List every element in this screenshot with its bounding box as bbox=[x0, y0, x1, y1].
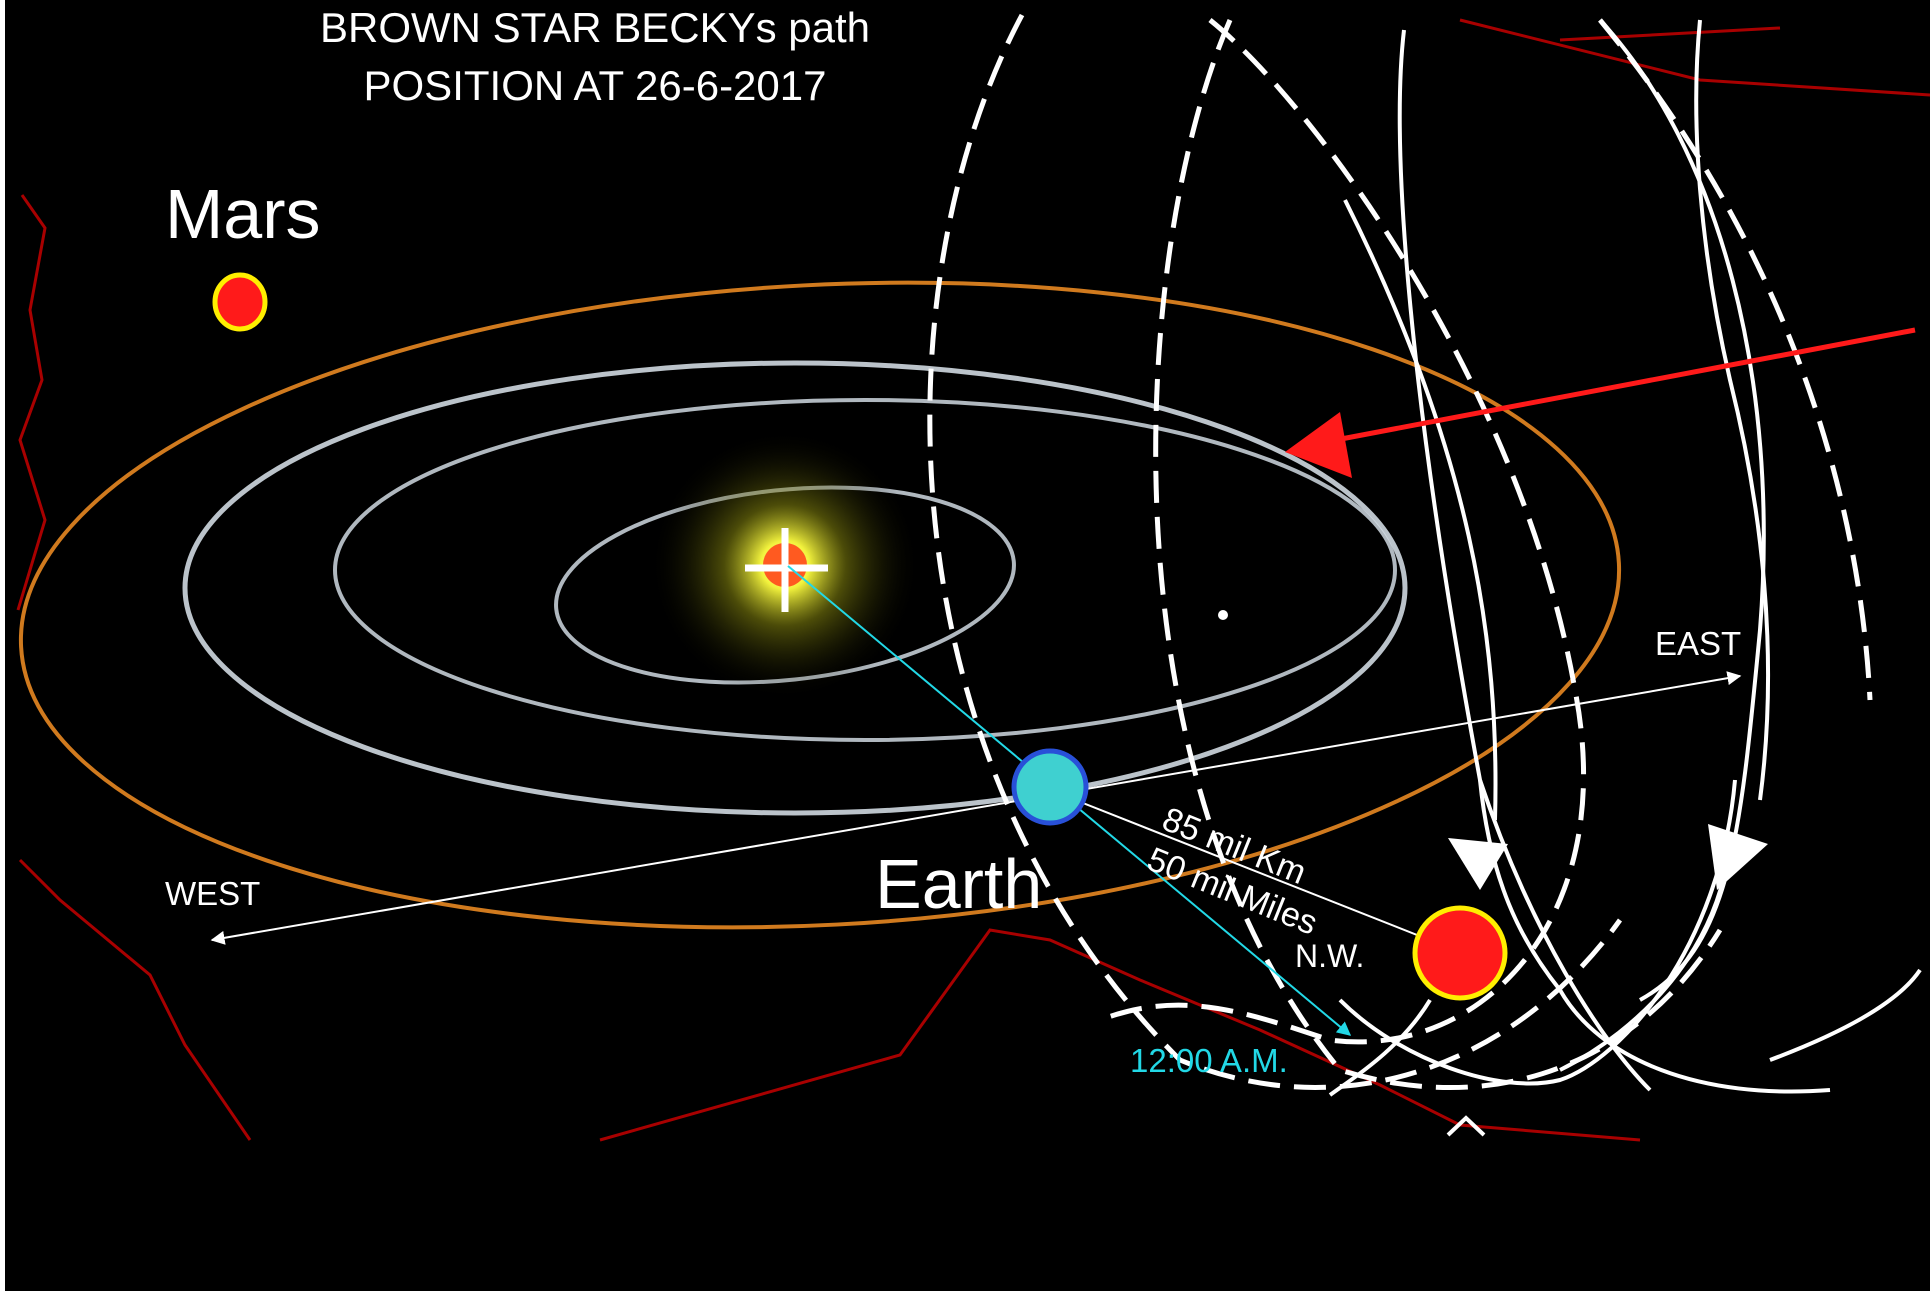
venus-dot bbox=[1218, 610, 1228, 620]
brown-star-becky bbox=[1412, 905, 1508, 1001]
east-label: EAST bbox=[1655, 625, 1741, 662]
earth-planet bbox=[1011, 748, 1089, 826]
time-label: 12:00 A.M. bbox=[1130, 1042, 1288, 1079]
pointer-arrow bbox=[1285, 327, 1916, 478]
mars-planet bbox=[212, 272, 268, 332]
earth-label: Earth bbox=[875, 845, 1042, 923]
direction-label: N.W. bbox=[1295, 938, 1364, 974]
distance-line bbox=[1049, 789, 1457, 952]
mars-label: Mars bbox=[165, 175, 321, 253]
sun bbox=[650, 430, 920, 700]
constellation-lines bbox=[16, 18, 1930, 1142]
title-line-2: POSITION AT 26-6-2017 bbox=[364, 62, 827, 109]
west-label: WEST bbox=[165, 875, 260, 912]
space-background bbox=[5, 0, 1930, 1291]
caret-marker bbox=[1446, 1115, 1486, 1137]
east-west-axis bbox=[210, 671, 1742, 945]
title-line-1: BROWN STAR BECKYs path bbox=[320, 4, 870, 51]
